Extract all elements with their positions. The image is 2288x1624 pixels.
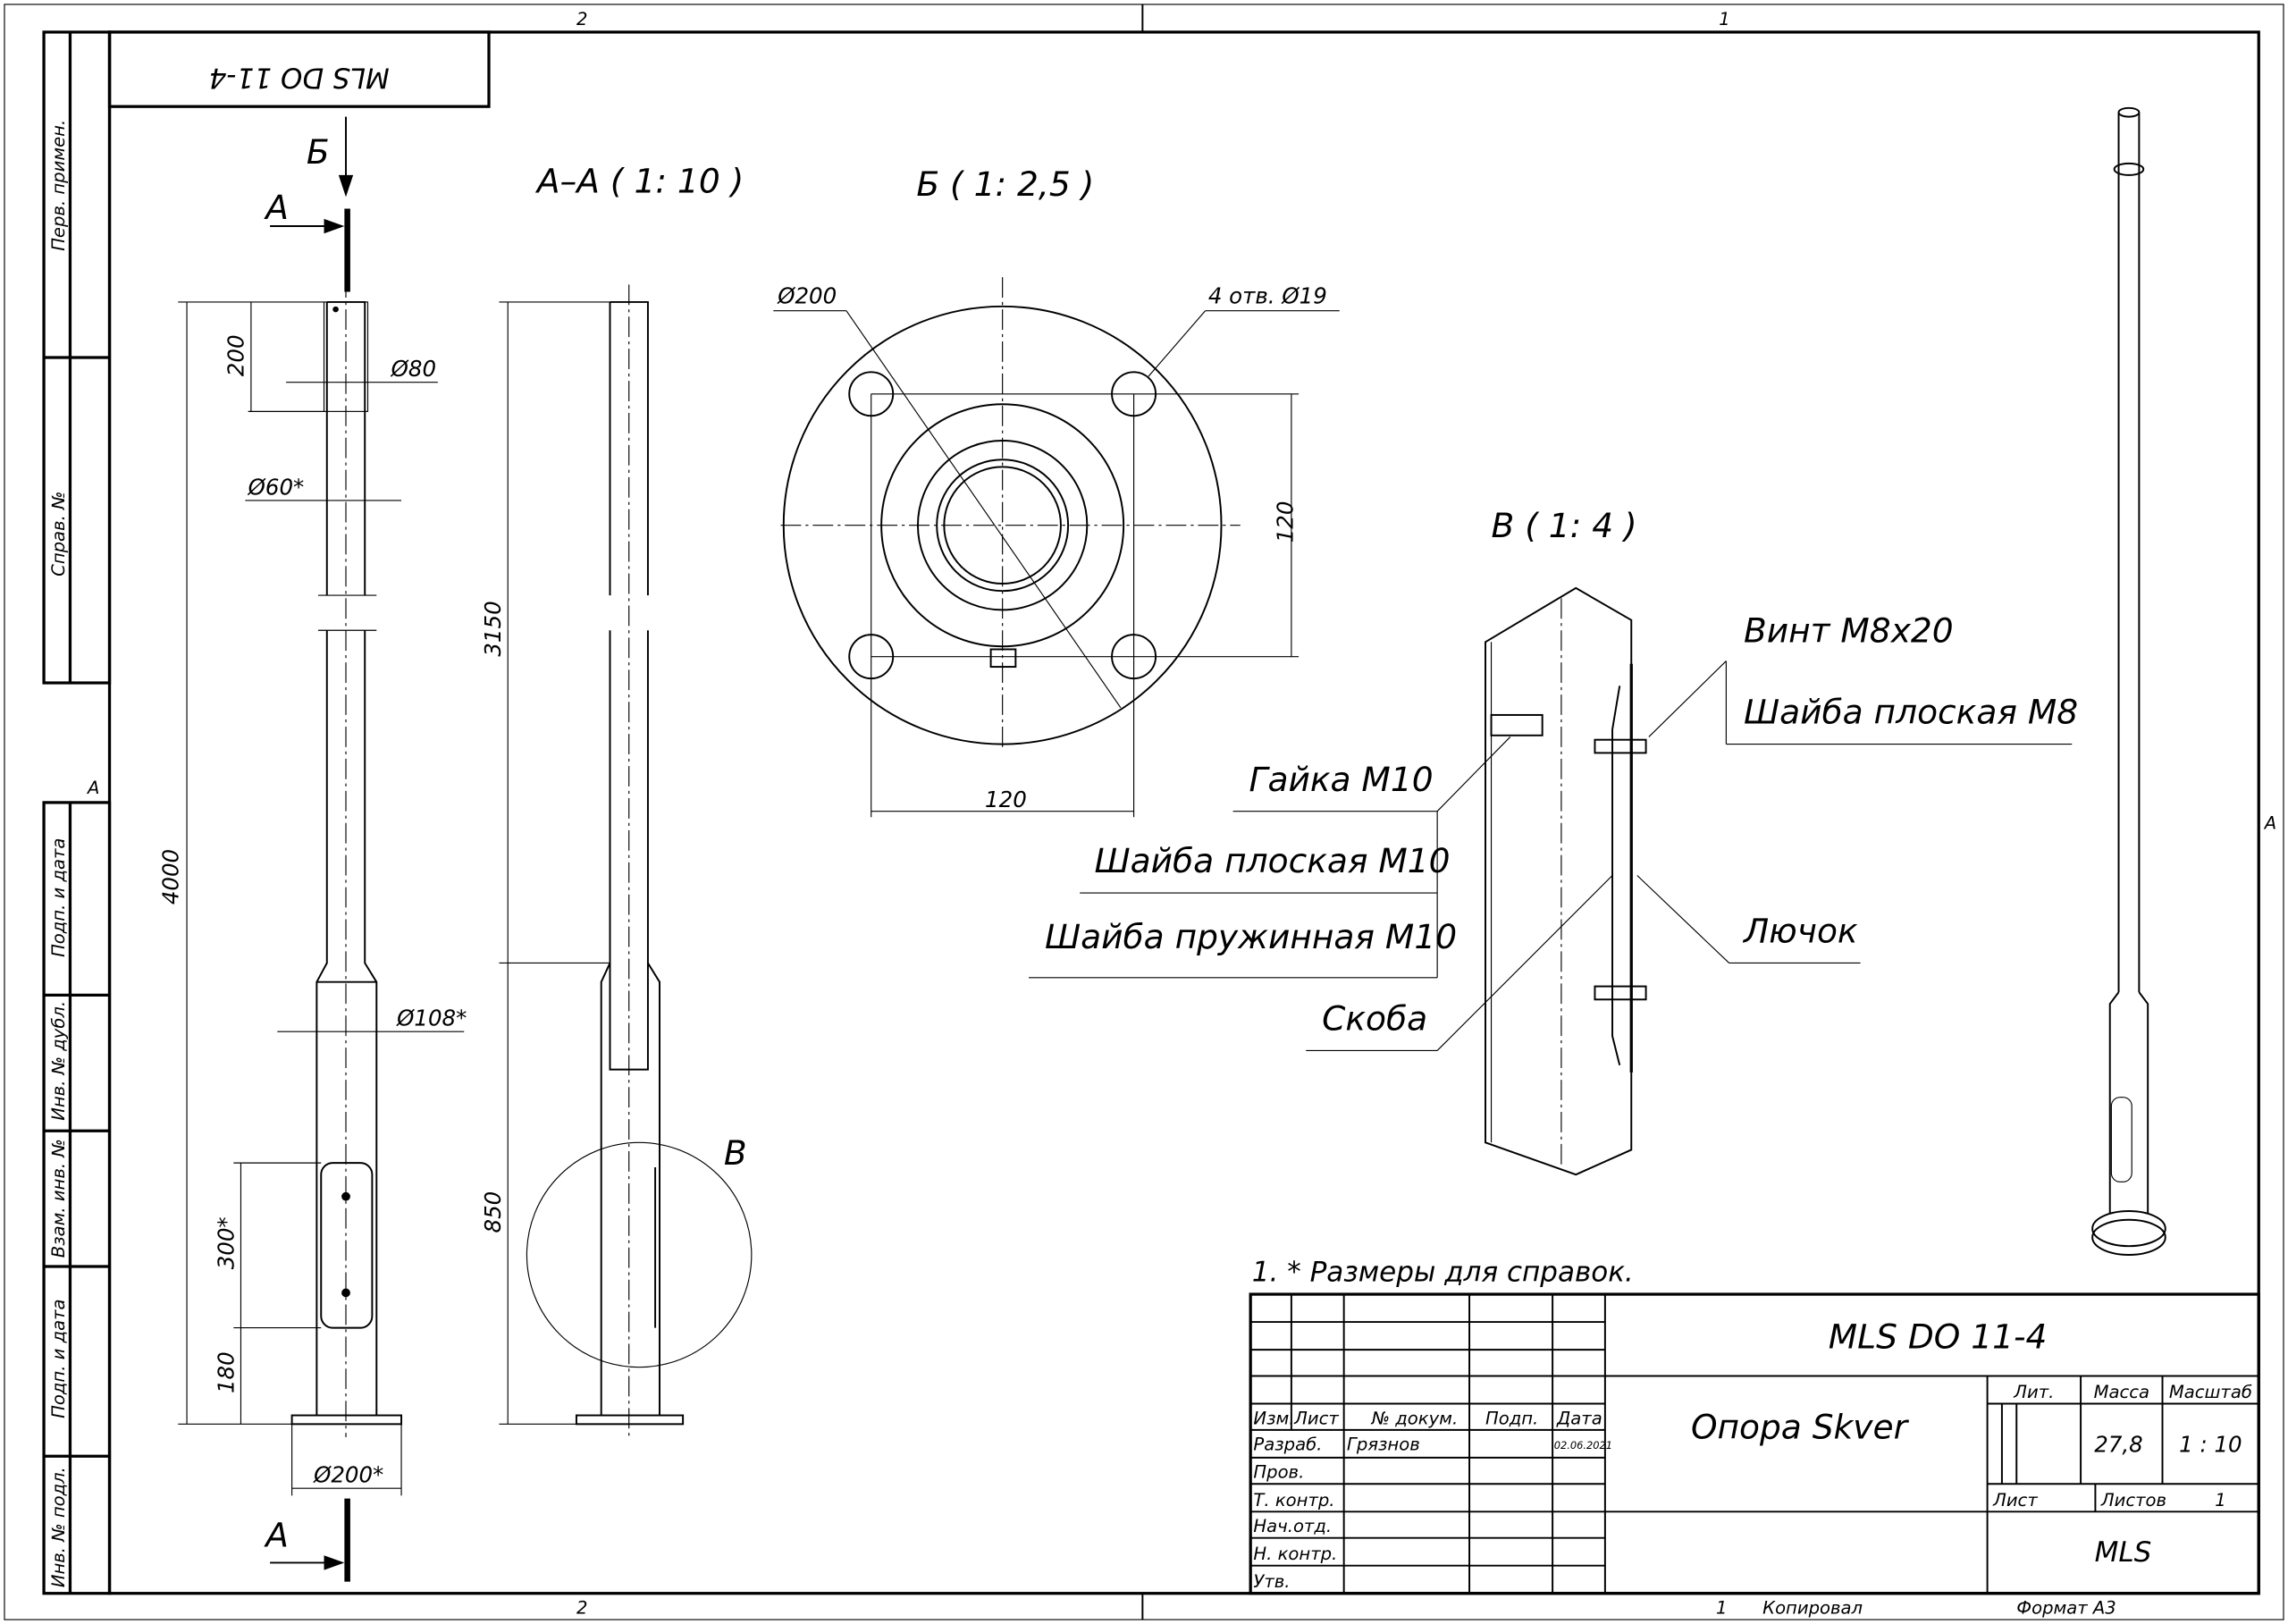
developer-name: Грязнов xyxy=(1347,1435,1420,1455)
header-cell: Изм. xyxy=(1253,1408,1294,1428)
detail-view-v: B ( 1: 4 ) Винт M8x20 Шайба плоская M8 Г… xyxy=(1029,506,2078,1176)
stamp-box xyxy=(107,30,491,108)
dimension-label: 4000 xyxy=(157,849,183,905)
view-arrow-label: Б xyxy=(307,132,330,172)
dimension-label: 120 xyxy=(985,787,1027,812)
date: 02.06.2021 xyxy=(1554,1439,1612,1452)
sheets-value: 1 xyxy=(2215,1490,2225,1510)
scale-label: Масштаб xyxy=(2169,1382,2252,1402)
view-title: B ( 1: 4 ) xyxy=(1492,506,1637,545)
dimension-label: Ø80 xyxy=(391,356,436,382)
section-arrow-label: A xyxy=(264,188,289,227)
company: MLS xyxy=(2095,1536,2152,1569)
header-cell: № докум. xyxy=(1371,1408,1459,1428)
dimension-label: 200 xyxy=(223,334,249,376)
callout-label: Шайба плоская M10 xyxy=(1094,841,1450,880)
callout-label: Лючок xyxy=(1742,912,1858,951)
callouts: Винт M8x20 Шайба плоская M8 Гайка M10 Ша… xyxy=(1029,610,2078,1051)
section-arrow-label: A xyxy=(264,1515,289,1554)
zone-label: 1 xyxy=(1719,9,1729,29)
sheets-label: Листов xyxy=(2100,1490,2166,1510)
header-cell: Лист xyxy=(1293,1408,1339,1428)
header-cell: Подп. xyxy=(1485,1408,1538,1428)
note-text: 1. * Размеры для справок. xyxy=(1252,1256,1634,1288)
pole-isometric-view xyxy=(2091,106,2166,1256)
dimension-label: 4 отв. Ø19 xyxy=(1208,283,1327,309)
section-a-a: A–A ( 1: 10 ) B 3150 850 xyxy=(480,161,753,1438)
copied-label: Копировал xyxy=(1762,1598,1863,1619)
side-column: Перв. примен. Справ. № Подп. и дата Инв.… xyxy=(42,30,112,1595)
outer-frame xyxy=(4,4,2284,1620)
view-title: A–A ( 1: 10 ) xyxy=(535,161,744,200)
product-name: Опора Skver xyxy=(1691,1408,1910,1447)
stamp-text: MLS DO 11-4 xyxy=(209,62,390,94)
view-title: Б ( 1: 2,5 ) xyxy=(916,164,1094,204)
role-label: Разраб. xyxy=(1253,1435,1322,1455)
dimension-label: Ø60* xyxy=(248,474,305,500)
role-label: Т. контр. xyxy=(1253,1490,1334,1510)
copied-num: 1 xyxy=(1716,1598,1727,1619)
flange-view-b: Б ( 1: 2,5 ) Ø200 4 отв. Ø19 120 120 xyxy=(773,164,1340,818)
sheet-label: Лист xyxy=(1992,1490,2038,1510)
zone-label: 2 xyxy=(576,9,587,29)
dimension-label: 120 xyxy=(1273,501,1299,543)
dimension-label: Ø200 xyxy=(777,283,837,309)
callout-label: Скоба xyxy=(1322,999,1427,1039)
dimension-label: 300* xyxy=(213,1216,239,1269)
scale-value: 1 : 10 xyxy=(2179,1431,2242,1457)
side-label: Перв. примен. xyxy=(48,120,69,251)
callout-label: Винт M8x20 xyxy=(1744,610,1954,650)
zone-label: A xyxy=(86,778,99,798)
side-label: Подп. и дата xyxy=(48,838,69,957)
header-cell: Дата xyxy=(1556,1408,1602,1428)
title-block: MLS DO 11-4 Опора Skver Изм. Лист № доку… xyxy=(1249,1292,2260,1619)
role-label: Пров. xyxy=(1253,1462,1304,1483)
role-label: Н. контр. xyxy=(1253,1544,1337,1564)
dimension-label: 850 xyxy=(480,1191,506,1233)
mass-value: 27,8 xyxy=(2094,1431,2142,1457)
side-label: Инв. № дубл. xyxy=(48,1001,69,1121)
pole-main-view: Б A A 4000 200 Ø80 Ø60* Ø108* 300* 180 Ø xyxy=(157,116,467,1582)
dimension-label: Ø200* xyxy=(313,1462,383,1488)
callout-label: Шайба плоская M8 xyxy=(1744,693,2078,732)
mass-label: Масса xyxy=(2094,1382,2149,1402)
zone-label: A xyxy=(2263,812,2276,833)
dimension-label: 3150 xyxy=(480,601,506,656)
lit-label: Лит. xyxy=(2013,1382,2054,1402)
inner-frame xyxy=(107,30,2260,1595)
zone-label: 2 xyxy=(576,1598,587,1619)
dimension-label: Ø108* xyxy=(396,1006,467,1031)
callout-label: Гайка M10 xyxy=(1249,760,1434,799)
callout-label: Шайба пружинная M10 xyxy=(1045,917,1457,956)
side-label: Инв. № подл. xyxy=(48,1467,69,1587)
role-label: Нач.отд. xyxy=(1253,1516,1332,1536)
format-label: Формат А3 xyxy=(2016,1598,2116,1619)
side-label: Подп. и дата xyxy=(48,1299,69,1418)
side-label: Справ. № xyxy=(48,492,69,576)
detail-label: B xyxy=(724,1133,747,1173)
designation: MLS DO 11-4 xyxy=(1829,1317,2048,1356)
role-label: Утв. xyxy=(1253,1571,1290,1592)
dimension-label: 180 xyxy=(213,1351,239,1393)
side-label: Взам. инв. № xyxy=(48,1139,69,1258)
